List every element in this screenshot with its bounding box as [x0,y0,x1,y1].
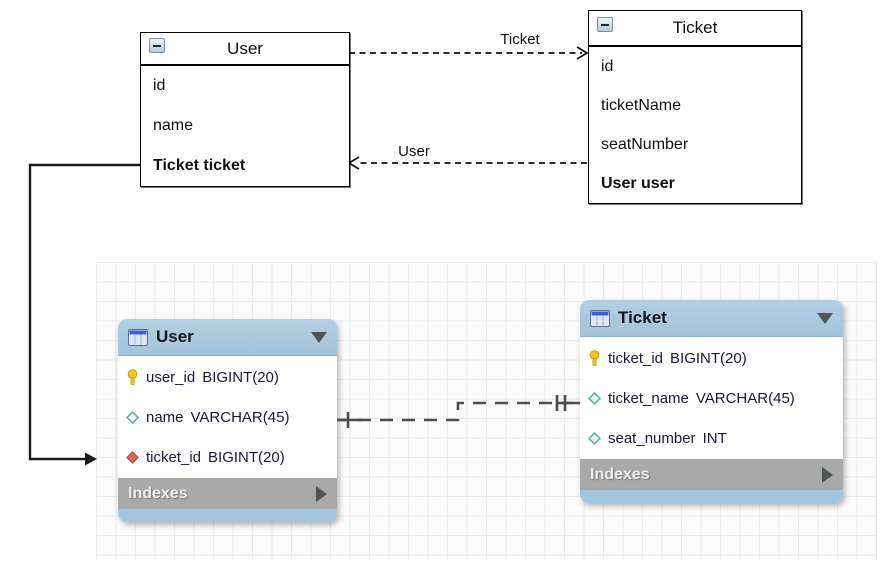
eer-table-user-header[interactable]: User [118,319,337,356]
eer-table-ticket[interactable]: Ticket ticket_id BIGINT(20) ticket_name … [580,300,843,503]
indexes-label: Indexes [128,484,188,502]
minimize-icon[interactable] [149,38,165,53]
column-name: ticket_id [146,448,202,466]
table-column-row[interactable]: ticket_id BIGINT(20) [580,338,843,378]
column-icon [588,431,601,445]
column-name: name [146,408,184,426]
primary-key-icon [588,349,601,367]
uml-class-title: User [227,38,263,58]
uml-field-association: Ticket ticket [153,157,246,174]
column-name: ticket_name [608,389,689,407]
uml-class-title: Ticket [672,18,718,37]
eer-table-title: User [156,327,194,346]
table-column-row[interactable]: ticket_name VARCHAR(45) [580,378,843,418]
column-icon [588,391,601,405]
association-label-ticket: Ticket [500,31,540,48]
expand-indexes-icon[interactable] [316,485,327,502]
column-name: seat_number [608,429,696,447]
uml-field: id [601,57,614,75]
foreign-key-icon [126,450,139,464]
indexes-section[interactable]: Indexes [580,459,843,490]
table-bottom-strip [118,509,337,522]
uml-field: ticketName [601,96,682,114]
eer-table-user[interactable]: User user_id BIGINT(20) name VARCHAR(45)… [118,319,337,522]
uml-field: id [153,77,166,94]
uml-field: name [153,117,194,134]
table-icon [590,309,610,327]
column-type: BIGINT(20) [670,349,747,367]
column-type: BIGINT(20) [202,368,279,386]
column-name: user_id [146,368,196,386]
eer-table-ticket-header[interactable]: Ticket [580,300,843,337]
column-icon [126,410,139,424]
collapse-table-icon[interactable] [817,312,833,324]
collapse-table-icon[interactable] [311,331,327,343]
association-ticket-arrow [349,46,589,60]
uml-class-user[interactable]: User id name Ticket ticket [140,32,350,187]
primary-key-icon [126,368,139,386]
table-bottom-strip [580,490,843,503]
column-type: INT [702,429,727,447]
uml-class-ticket-header: Ticket [589,11,801,47]
association-label-user: User [398,143,430,160]
column-type: BIGINT(20) [208,448,285,466]
minimize-icon[interactable] [597,17,613,32]
uml-field-association: User user [601,174,675,192]
table-icon [128,328,148,346]
column-type: VARCHAR(45) [190,408,290,426]
table-column-row[interactable]: ticket_id BIGINT(20) [118,437,337,477]
column-name: ticket_id [608,349,664,367]
uml-class-user-header: User [141,33,349,66]
uml-class-ticket[interactable]: Ticket id ticketName seatNumber User use… [588,10,802,204]
indexes-label: Indexes [590,465,650,483]
table-column-row[interactable]: seat_number INT [580,418,843,458]
expand-indexes-icon[interactable] [822,466,833,483]
table-column-row[interactable]: user_id BIGINT(20) [118,357,337,397]
uml-field: seatNumber [601,135,689,153]
column-type: VARCHAR(45) [695,389,795,407]
table-column-row[interactable]: name VARCHAR(45) [118,397,337,437]
indexes-section[interactable]: Indexes [118,478,337,509]
eer-table-title: Ticket [618,308,667,327]
association-user-arrow [347,156,587,170]
